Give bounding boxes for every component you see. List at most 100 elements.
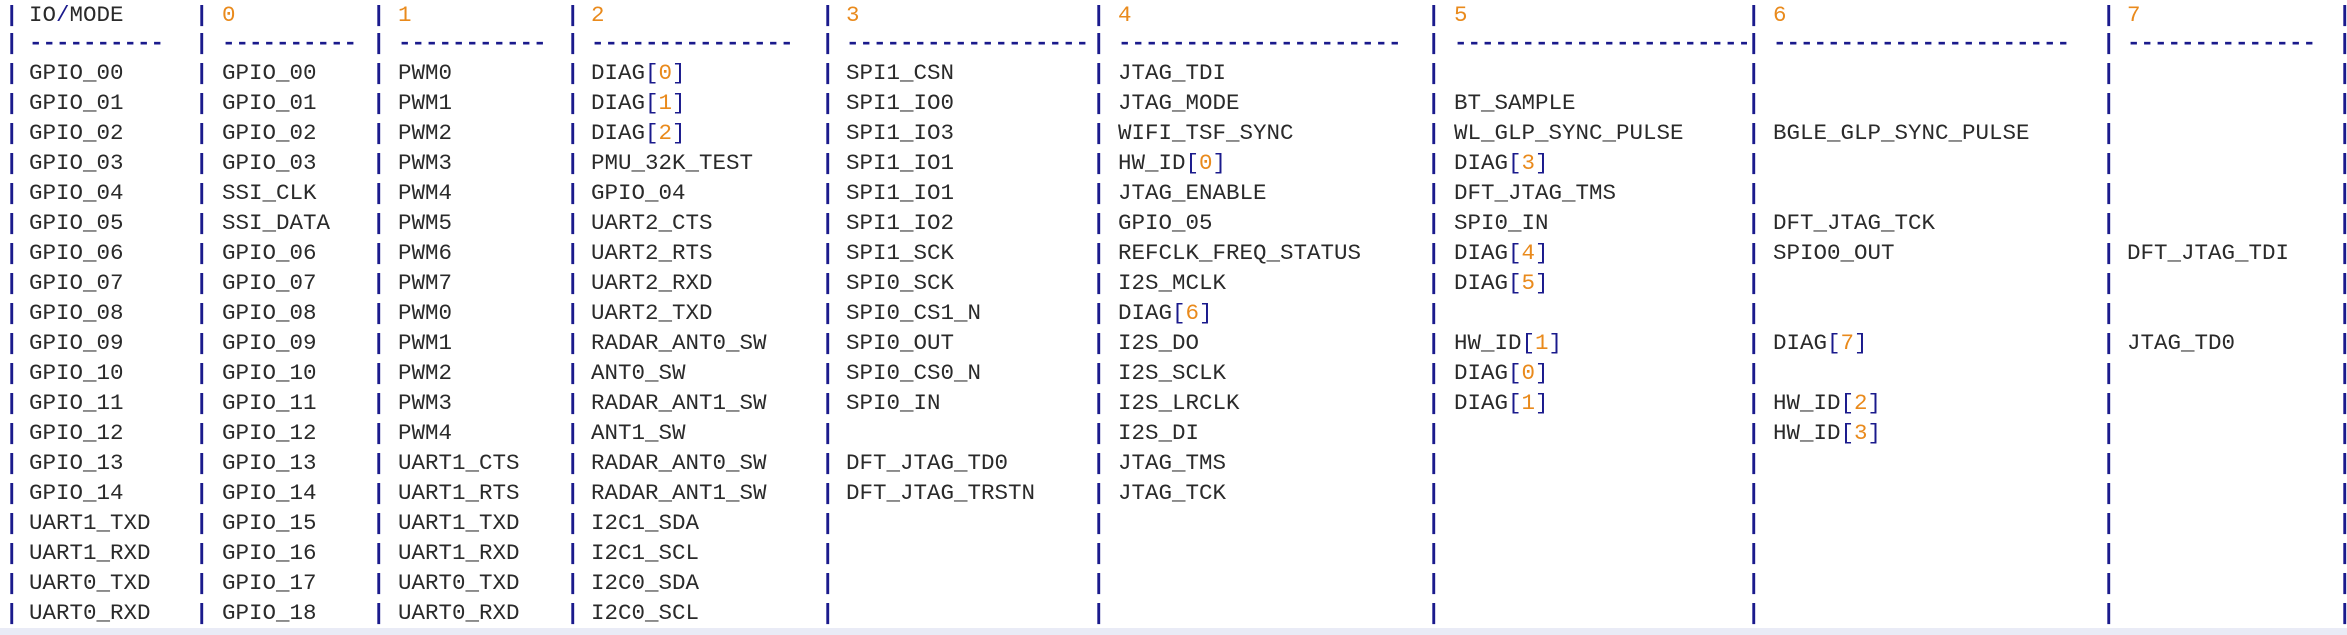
column-separator: | [2338, 420, 2347, 446]
column-separator: | [1747, 480, 1761, 506]
column-separator: | [2338, 510, 2347, 536]
column-separator: | [195, 330, 209, 356]
pin-function-mode-3: SPI1_IO3 [846, 120, 955, 146]
column-separator: | [1092, 510, 1106, 536]
column-separator: | [1092, 2, 1106, 28]
column-separator: | [566, 60, 580, 86]
pin-function-mode-5: DIAG[3] [1454, 150, 1549, 176]
column-separator: | [1427, 330, 1441, 356]
pin-function-mode-3: SPI1_SCK [846, 240, 955, 266]
pin-function-mode-0: GPIO_12 [222, 420, 317, 446]
column-separator: | [372, 540, 386, 566]
column-separator: | [1747, 150, 1761, 176]
column-separator: | [195, 30, 209, 56]
column-separator: | [195, 360, 209, 386]
column-separator: | [1427, 180, 1441, 206]
pin-function-mode-1: PWM3 [398, 390, 453, 416]
pin-function-mode-4: I2S_DO [1118, 330, 1200, 356]
pin-function-mode-4: REFCLK_FREQ_STATUS [1118, 240, 1362, 266]
column-separator: | [821, 270, 835, 296]
column-separator: | [566, 450, 580, 476]
column-separator: | [5, 60, 19, 86]
column-separator: | [566, 360, 580, 386]
pin-function-mode-0: GPIO_03 [222, 150, 317, 176]
column-separator: | [5, 300, 19, 326]
pin-name: GPIO_10 [29, 360, 124, 386]
column-separator: | [2102, 210, 2116, 236]
column-separator: | [1747, 420, 1761, 446]
pin-function-mode-5: HW_ID[1] [1454, 330, 1563, 356]
column-separator: | [2338, 60, 2347, 86]
column-separator: | [195, 510, 209, 536]
pin-function-mode-1: PWM2 [398, 360, 453, 386]
column-separator: | [821, 90, 835, 116]
column-separator: | [566, 390, 580, 416]
pin-function-mode-2: PMU_32K_TEST [591, 150, 754, 176]
column-separator: | [1092, 270, 1106, 296]
column-separator: | [1747, 120, 1761, 146]
column-separator: | [1747, 210, 1761, 236]
column-separator: | [1427, 360, 1441, 386]
column-separator: | [5, 240, 19, 266]
column-separator: | [566, 330, 580, 356]
column-separator: | [821, 540, 835, 566]
column-separator: | [1747, 450, 1761, 476]
header-mode-1: 1 [398, 2, 412, 28]
column-separator: | [372, 450, 386, 476]
column-separator: | [1092, 450, 1106, 476]
column-separator: | [1427, 600, 1441, 626]
column-separator: | [821, 150, 835, 176]
pin-function-mode-6: HW_ID[3] [1773, 420, 1882, 446]
pin-name: GPIO_12 [29, 420, 124, 446]
header-io-mode: IO/MODE [29, 2, 124, 28]
column-separator: | [2102, 60, 2116, 86]
column-separator: | [372, 90, 386, 116]
pin-function-mode-5: DIAG[4] [1454, 240, 1549, 266]
column-separator: | [821, 210, 835, 236]
pin-function-mode-6: HW_ID[2] [1773, 390, 1882, 416]
column-separator: | [1092, 300, 1106, 326]
column-separator: | [2102, 600, 2116, 626]
pin-function-mode-4: JTAG_ENABLE [1118, 180, 1267, 206]
pin-function-mode-1: UART1_RXD [398, 540, 520, 566]
column-separator: | [1747, 600, 1761, 626]
column-separator: | [1092, 30, 1106, 56]
column-separator: | [566, 240, 580, 266]
column-separator: | [2102, 570, 2116, 596]
column-separator: | [821, 420, 835, 446]
column-separator: | [1747, 360, 1761, 386]
pin-function-mode-3: SPI0_CS1_N [846, 300, 982, 326]
column-separator: | [372, 240, 386, 266]
pin-function-mode-3: SPI1_IO2 [846, 210, 955, 236]
column-separator: | [1747, 2, 1761, 28]
pin-function-mode-5: BT_SAMPLE [1454, 90, 1576, 116]
pin-function-mode-2: ANT1_SW [591, 420, 686, 446]
column-separator: | [2102, 450, 2116, 476]
column-separator: | [372, 480, 386, 506]
column-separator: | [5, 30, 19, 56]
column-separator: | [821, 180, 835, 206]
header-mode-2: 2 [591, 2, 605, 28]
column-separator: | [2338, 600, 2347, 626]
column-separator: | [1427, 150, 1441, 176]
column-separator: | [1747, 300, 1761, 326]
pin-function-mode-2: GPIO_04 [591, 180, 686, 206]
column-separator: | [2338, 300, 2347, 326]
column-separator: | [5, 180, 19, 206]
header-mode-4: 4 [1118, 2, 1132, 28]
pin-function-mode-3: SPI0_SCK [846, 270, 955, 296]
header-underline: ---------- [222, 30, 357, 56]
pin-function-mode-3: SPI0_IN [846, 390, 941, 416]
pin-function-mode-2: ANT0_SW [591, 360, 686, 386]
column-separator: | [566, 420, 580, 446]
pin-function-mode-2: UART2_RTS [591, 240, 713, 266]
column-separator: | [2102, 330, 2116, 356]
